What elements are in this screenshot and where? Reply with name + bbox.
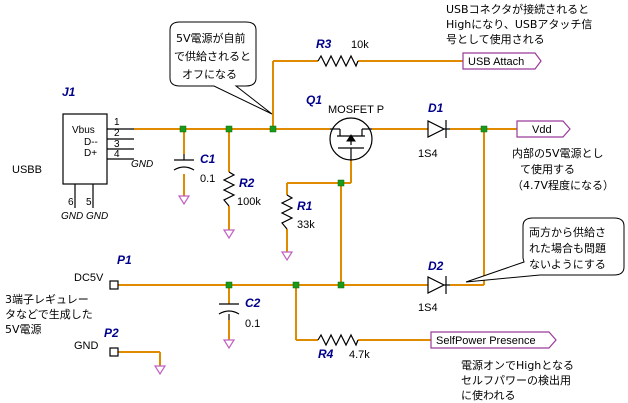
- p2-ref: P2: [104, 326, 119, 340]
- callout-bubble-2: 両方から供給さ れた場合も問題 ないようにする: [465, 217, 625, 283]
- junction-dot: [269, 125, 277, 133]
- c2-value: 0.1: [245, 318, 260, 330]
- note-bottom: 電源オンでHighとなる セルフパワーの検出用 に使われる: [461, 358, 574, 402]
- r1-value: 33k: [297, 219, 315, 231]
- net-flag-vdd: Vdd: [516, 120, 571, 138]
- note-line: 内部の5V電源とし: [512, 146, 604, 160]
- resistor-r3: R3 10k: [316, 37, 369, 68]
- pin-number: 4: [114, 149, 120, 160]
- note-line: 電源オンでHighとなる: [461, 358, 574, 372]
- note-line: て使用する: [520, 163, 575, 176]
- ground-icon: [280, 251, 294, 262]
- callout-bubble-1: 5V電源が自前 で供給されると オフになる: [169, 21, 273, 115]
- note-line: タなどで生成した: [5, 307, 93, 321]
- vdd-label: Vdd: [532, 124, 552, 136]
- junctions: [179, 125, 488, 289]
- c1-ref: C1: [200, 152, 216, 166]
- resistor-r2: R2 100k: [222, 171, 261, 208]
- bubble-line: オフになる: [182, 68, 237, 81]
- pin-dp-label: D+: [84, 148, 97, 159]
- c1-value: 0.1: [200, 173, 215, 185]
- note-top-right: USBコネクタが接続されると Highになり、USBアタッチ信 号として使用され…: [446, 2, 592, 46]
- d1-ref: D1: [428, 101, 444, 115]
- note-line: 5V電源: [5, 322, 42, 336]
- junction-dot: [225, 125, 233, 133]
- junction-dot: [179, 125, 187, 133]
- resistor-r4: R4 4.7k: [317, 333, 370, 361]
- d2-value: 1S4: [418, 302, 438, 314]
- note-line: に使われる: [461, 389, 515, 402]
- d2-ref: D2: [428, 259, 444, 273]
- bubble-line: 両方から供給さ: [529, 225, 606, 239]
- diode-d2: D2 1S4: [418, 259, 450, 314]
- bubble-line: で供給されると: [174, 49, 251, 63]
- capacitor-c2: C2 0.1: [218, 296, 261, 330]
- mosfet-q1: Q1 MOSFET P: [306, 93, 384, 161]
- net-flag-usb-attach: USB Attach: [462, 52, 542, 70]
- r3-value: 10k: [351, 39, 369, 51]
- ground-symbols: [153, 195, 294, 376]
- ground-icon: [222, 229, 236, 240]
- note-line: Highになり、USBアタッチ信: [446, 18, 592, 31]
- p1-value: DC5V: [74, 272, 104, 284]
- note-line: USBコネクタが接続されると: [446, 2, 589, 16]
- resistor-r1: R1 33k: [280, 194, 315, 231]
- pin-number: 6: [68, 197, 74, 208]
- junction-dot: [337, 281, 345, 289]
- junction-dot: [225, 281, 233, 289]
- note-line: 号として使用される: [446, 33, 545, 46]
- junction-dot: [292, 281, 300, 289]
- pin-number: 5: [86, 197, 92, 208]
- r4-ref: R4: [318, 347, 334, 361]
- pin-number: 2: [114, 128, 120, 139]
- net-flag-self-power: SelfPower Presence: [430, 331, 557, 349]
- j1-ref: J1: [62, 85, 76, 99]
- usb-attach-label: USB Attach: [468, 56, 524, 68]
- note-regulator: 3端子レギュレー タなどで生成した 5V電源: [5, 293, 93, 336]
- diode-d1: D1 1S4: [418, 101, 450, 160]
- self-power-label: SelfPower Presence: [436, 335, 536, 347]
- p2-value: GND: [74, 340, 99, 352]
- j1-gnd-label: GND: [61, 211, 83, 222]
- d1-value: 1S4: [418, 148, 438, 160]
- junction-dot: [480, 125, 488, 133]
- pin-number: 3: [114, 139, 120, 150]
- j1-gnd-label: GND: [131, 159, 153, 170]
- capacitor-c1: C1 0.1: [173, 152, 216, 185]
- note-vdd: 内部の5V電源とし て使用する （4.7V程度になる）: [512, 146, 614, 192]
- connector-j1: J1 Vbus D-- D+ 1 2 3 4 GND USBB 6 5 GND …: [12, 85, 153, 222]
- j1-gnd-label: GND: [86, 211, 108, 222]
- note-line: 3端子レギュレー: [5, 293, 89, 306]
- pin-number: 1: [114, 117, 120, 128]
- r2-ref: R2: [239, 176, 255, 190]
- junction-dot: [337, 179, 345, 187]
- pin-dm-label: D--: [84, 137, 98, 148]
- note-line: （4.7V程度になる）: [512, 178, 614, 192]
- q1-ref: Q1: [306, 93, 322, 107]
- bubble-line: ないようにする: [529, 258, 606, 271]
- ground-icon: [177, 195, 191, 206]
- r1-ref: R1: [297, 199, 313, 213]
- bubble-line: れた場合も問題: [529, 241, 606, 255]
- c2-ref: C2: [245, 296, 261, 310]
- port-p2: P2 GND: [74, 326, 119, 357]
- ground-icon: [153, 365, 167, 376]
- pin-vbus-label: Vbus: [72, 125, 95, 136]
- r2-value: 100k: [237, 196, 261, 208]
- bubble-line: 5V電源が自前: [176, 31, 246, 45]
- note-line: セルフパワーの検出用: [461, 373, 571, 387]
- r3-ref: R3: [316, 37, 332, 51]
- p1-ref: P1: [117, 253, 132, 267]
- j1-value: USBB: [12, 164, 42, 176]
- port-p1: P1 DC5V: [74, 253, 132, 290]
- r4-value: 4.7k: [349, 349, 370, 361]
- q1-value: MOSFET P: [328, 104, 384, 116]
- ground-icon: [222, 339, 236, 350]
